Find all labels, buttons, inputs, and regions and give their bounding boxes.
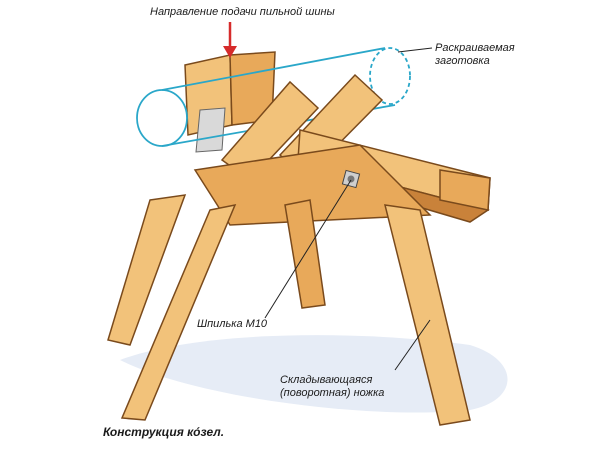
arrow-down-icon <box>223 22 237 58</box>
workpiece-label-line1: Раскраиваемая <box>435 42 515 54</box>
bolt-icon <box>341 169 361 189</box>
leg-label-line1: Складывающаяся <box>280 374 373 386</box>
metal-bracket <box>195 107 226 153</box>
diagram-caption: Конструкция ко́зел. <box>103 425 225 439</box>
left-angled-leg <box>107 194 187 346</box>
folding-leg <box>384 204 471 426</box>
workpiece-label-line2: заготовка <box>435 55 490 67</box>
leg-label-line2: (поворотная) ножка <box>280 387 385 399</box>
feed-direction-label: Направление подачи пильной шины <box>150 6 335 18</box>
cross-block <box>193 144 432 226</box>
leader-lines <box>264 47 433 371</box>
stud-label: Шпилька М10 <box>197 318 268 330</box>
ground-shadow <box>120 335 508 413</box>
front-left-leg <box>120 203 237 421</box>
